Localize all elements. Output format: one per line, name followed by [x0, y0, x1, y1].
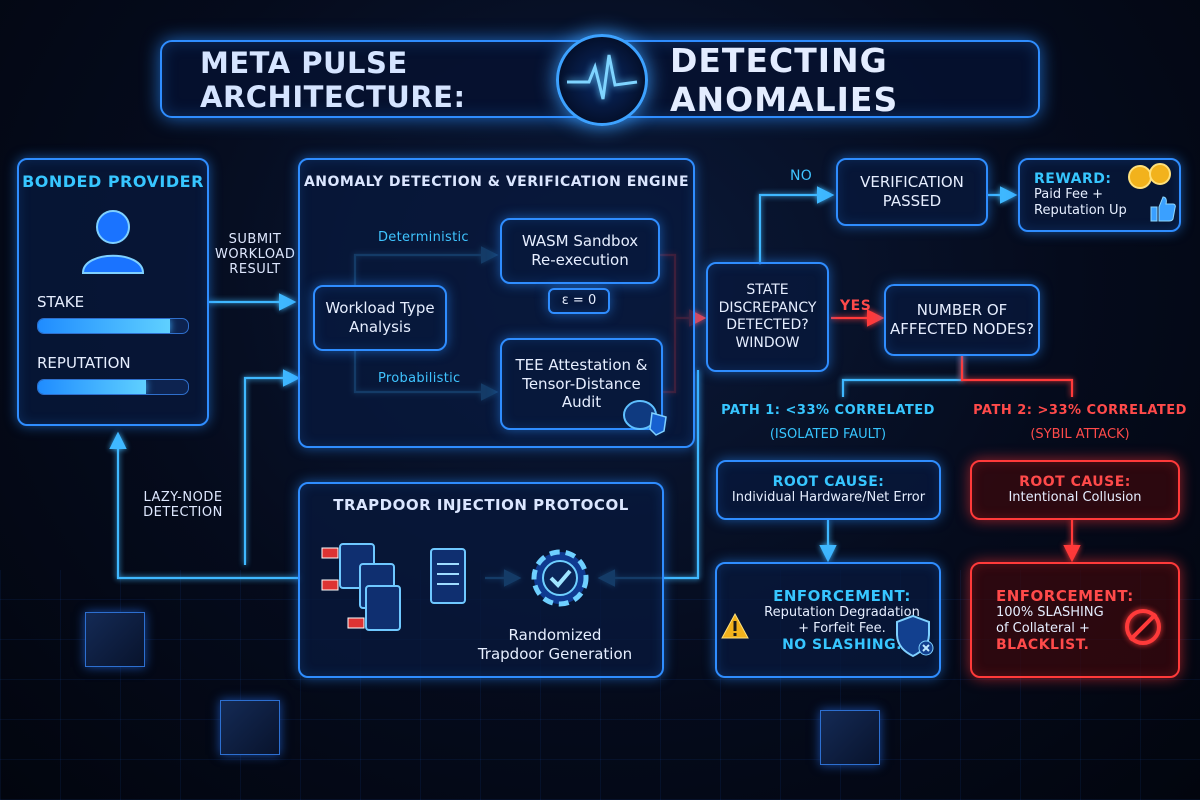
epsilon-text: ε = 0 — [561, 292, 597, 308]
probabilistic-label: Probabilistic — [378, 371, 461, 386]
server-cube-decoration — [820, 710, 880, 765]
path2-root-text: Intentional Collusion — [1008, 489, 1142, 505]
server-cube-decoration — [85, 612, 145, 667]
path2-enf-strong: BLACKLIST. — [996, 637, 1090, 654]
submit-workload-label: SUBMIT WORKLOAD RESULT — [215, 232, 296, 277]
path1-title: PATH 1: <33% CORRELATED — [721, 403, 935, 418]
deterministic-label: Deterministic — [378, 230, 469, 245]
workload-type-text: Workload Type Analysis — [325, 299, 435, 336]
gear-check-icon — [522, 540, 598, 616]
yes-label: YES — [840, 298, 872, 314]
engine-title: ANOMALY DETECTION & VERIFICATION ENGINE — [303, 174, 690, 190]
reward-text: Paid Fee + Reputation Up — [1034, 186, 1127, 218]
verification-passed-text: VERIFICATION PASSED — [860, 173, 964, 210]
path1-root-text: Individual Hardware/Net Error — [731, 489, 926, 505]
reward-title: REWARD: — [1034, 170, 1112, 187]
path1-enf-title: ENFORCEMENT: — [773, 586, 911, 605]
state-discrepancy-box: STATE DISCREPANCY DETECTED? WINDOW — [706, 262, 829, 372]
wasm-sandbox-text: WASM Sandbox Re-execution — [521, 232, 639, 269]
path2-enf-text: 100% SLASHING of Collateral + — [996, 604, 1104, 636]
title-left-text: META PULSE ARCHITECTURE: — [200, 46, 466, 114]
path2-root-title: ROOT CAUSE: — [1019, 473, 1131, 490]
warning-icon — [720, 612, 750, 640]
affected-nodes-text: NUMBER OF AFFECTED NODES? — [890, 301, 1034, 338]
path2-enf-title: ENFORCEMENT: — [996, 586, 1134, 605]
workload-type-box: Workload Type Analysis — [313, 285, 447, 351]
stake-bar — [37, 317, 189, 334]
user-icon — [73, 205, 153, 279]
reputation-label: REPUTATION — [37, 353, 131, 372]
shield-x-icon — [895, 614, 935, 658]
path1-root-cause-box: ROOT CAUSE: Individual Hardware/Net Erro… — [716, 460, 941, 520]
reputation-bar-fill — [38, 379, 146, 394]
path2-enforcement-box: ENFORCEMENT: 100% SLASHING of Collateral… — [970, 562, 1180, 678]
no-sign-icon — [1120, 604, 1166, 650]
brain-shield-icon — [620, 395, 670, 437]
provider-title: BONDED PROVIDER — [22, 172, 204, 191]
path2-subtitle: (SYBIL ATTACK) — [1030, 427, 1130, 442]
title-right-text: DETECTING ANOMALIES — [670, 41, 899, 119]
path1-root-title: ROOT CAUSE: — [772, 473, 885, 490]
stake-bar-fill — [38, 318, 170, 333]
path1-subtitle: (ISOLATED FAULT) — [769, 427, 887, 442]
wasm-sandbox-box: WASM Sandbox Re-execution — [500, 218, 660, 284]
path2-title: PATH 2: >33% CORRELATED — [973, 403, 1187, 418]
state-discrepancy-text: STATE DISCREPANCY DETECTED? WINDOW — [718, 282, 817, 351]
stake-label: STAKE — [37, 293, 85, 311]
reputation-bar — [37, 378, 189, 395]
lazy-node-label: LAZY-NODE DETECTION — [143, 490, 223, 520]
no-label: NO — [790, 168, 813, 184]
tee-attestation-text: TEE Attestation & Tensor-Distance Audit — [515, 355, 648, 412]
verification-passed-box: VERIFICATION PASSED — [836, 158, 988, 226]
bonded-provider-panel: BONDED PROVIDER STAKE REPUTATION — [17, 158, 209, 426]
thumbs-up-icon — [1147, 193, 1177, 223]
path1-enf-strong: NO SLASHING. — [782, 637, 902, 654]
server-cube-decoration — [220, 700, 280, 755]
document-icon — [428, 546, 468, 606]
trapdoor-caption: Randomized Trapdoor Generation — [477, 626, 633, 663]
trapdoor-title: TRAPDOOR INJECTION PROTOCOL — [333, 496, 629, 514]
affected-nodes-box: NUMBER OF AFFECTED NODES? — [884, 284, 1040, 356]
coin-icon — [1126, 162, 1176, 192]
path1-enf-text: Reputation Degradation + Forfeit Fee. — [764, 604, 920, 636]
document-stack-icon — [318, 538, 418, 648]
epsilon-badge: ε = 0 — [548, 288, 610, 314]
path2-root-cause-box: ROOT CAUSE: Intentional Collusion — [970, 460, 1180, 520]
pulse-icon — [556, 34, 648, 126]
